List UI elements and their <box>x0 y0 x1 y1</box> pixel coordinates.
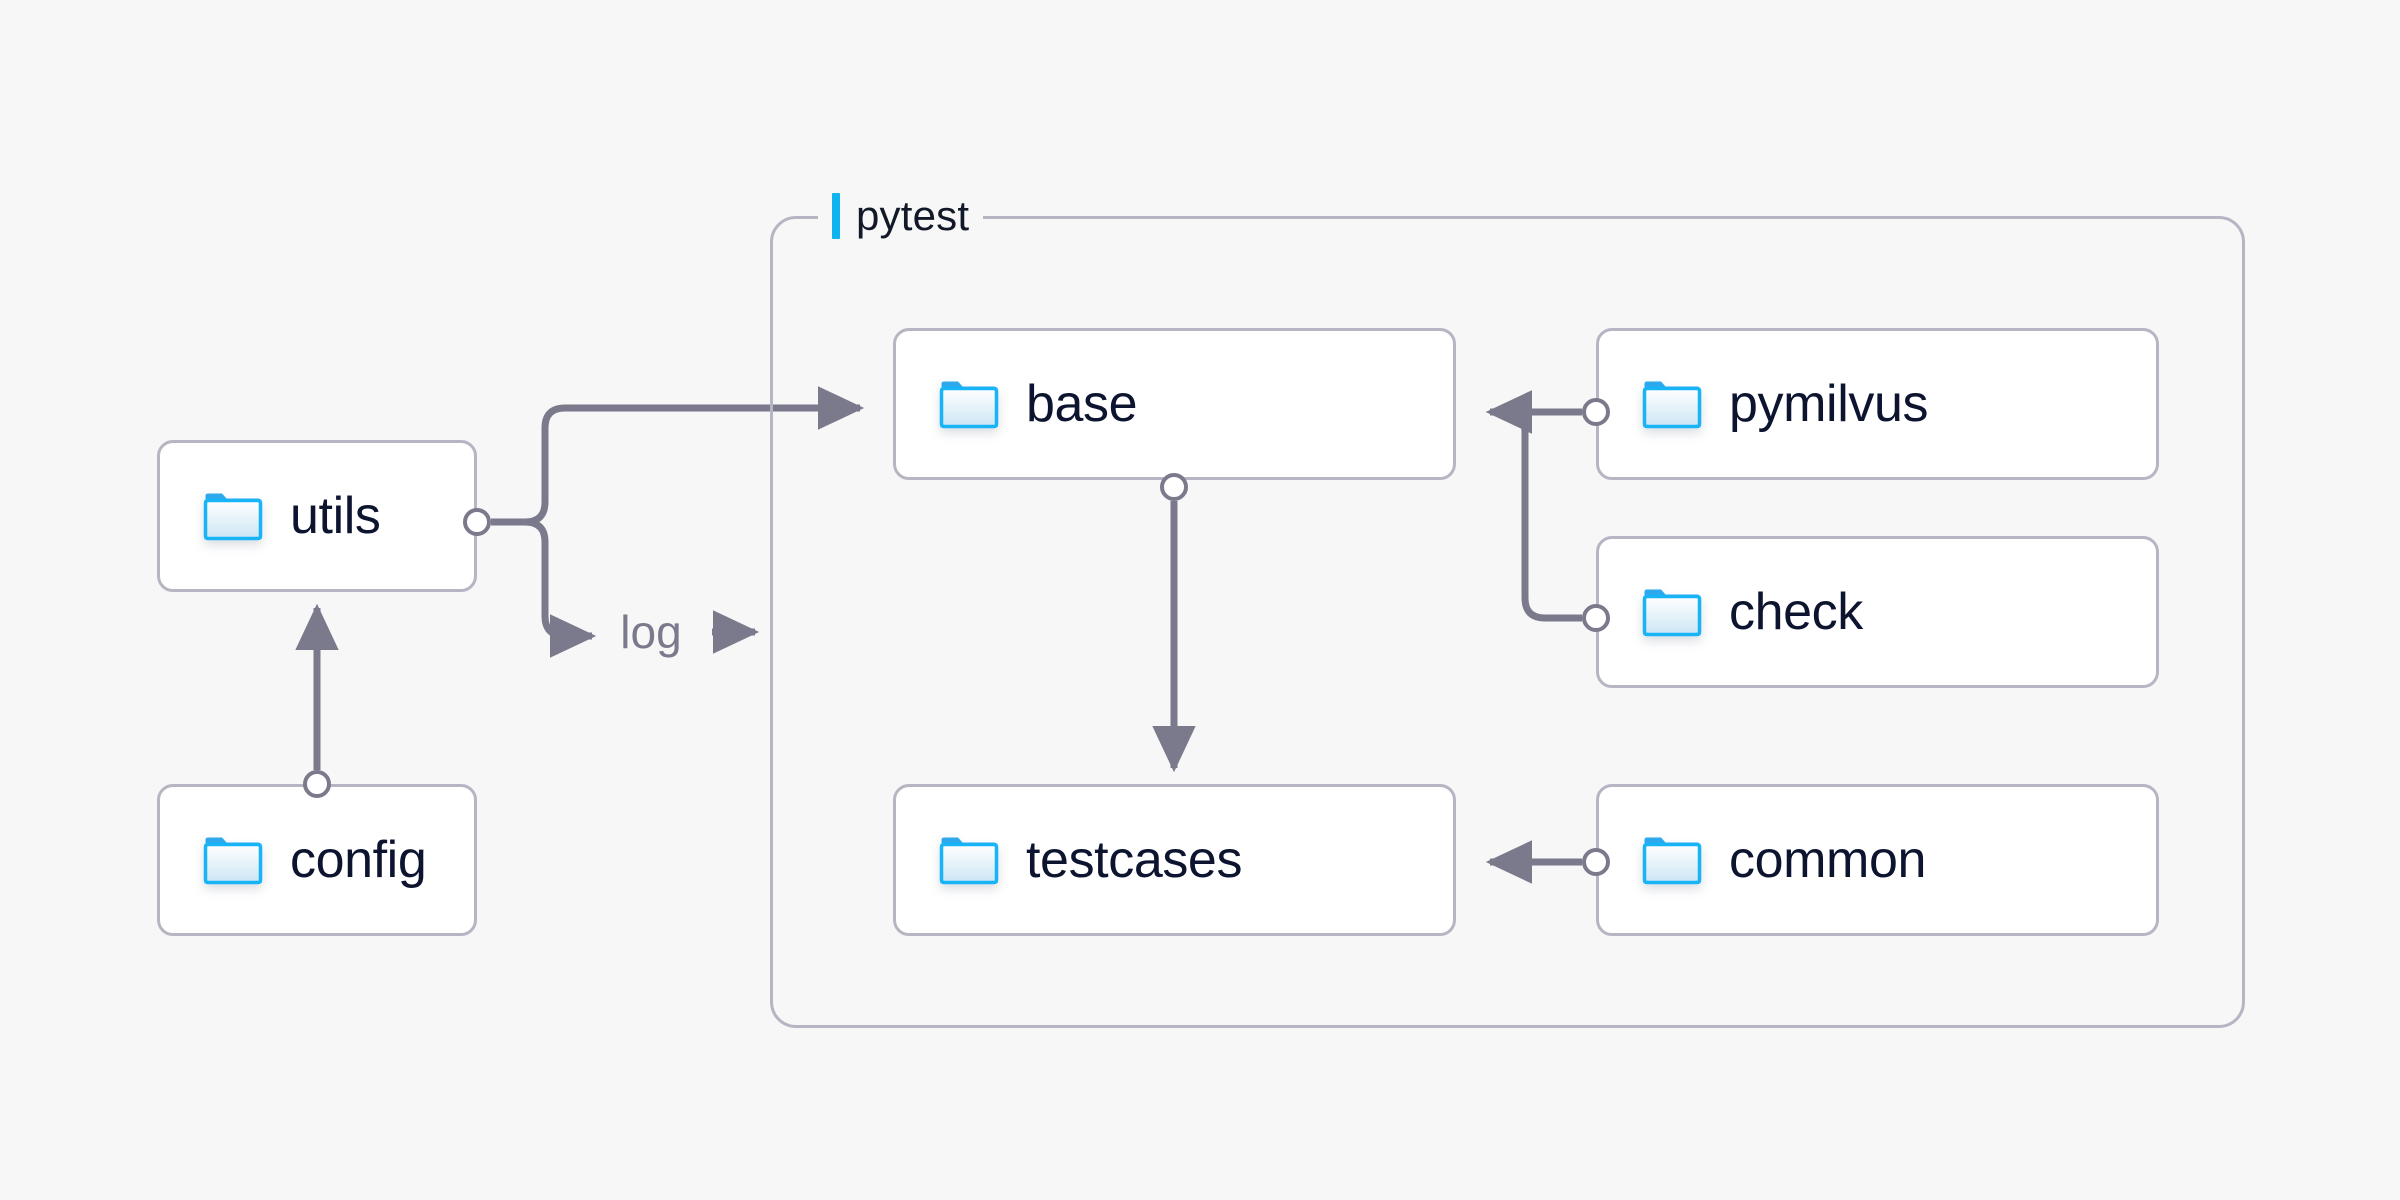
vertical-bar-icon <box>832 193 840 239</box>
folder-icon <box>1641 835 1703 885</box>
group-pytest[interactable] <box>770 216 2245 1028</box>
group-pytest-label-text: pytest <box>856 192 970 239</box>
node-pymilvus[interactable]: pymilvus <box>1596 328 2159 480</box>
folder-icon <box>202 491 264 541</box>
node-testcases-label: testcases <box>1026 831 1243 889</box>
folder-icon <box>938 835 1000 885</box>
node-check[interactable]: check <box>1596 536 2159 688</box>
group-pytest-label: pytest <box>818 188 984 244</box>
folder-icon <box>1641 587 1703 637</box>
folder-icon <box>1641 379 1703 429</box>
node-base[interactable]: base <box>893 328 1456 480</box>
node-config[interactable]: config <box>157 784 477 936</box>
node-utils[interactable]: utils <box>157 440 477 592</box>
node-common-label: common <box>1729 831 1926 889</box>
node-testcases[interactable]: testcases <box>893 784 1456 936</box>
folder-icon <box>938 379 1000 429</box>
folder-icon <box>202 835 264 885</box>
node-common[interactable]: common <box>1596 784 2159 936</box>
node-utils-label: utils <box>290 487 381 545</box>
node-check-label: check <box>1729 583 1863 641</box>
node-pymilvus-label: pymilvus <box>1729 375 1929 433</box>
node-base-label: base <box>1026 375 1138 433</box>
node-config-label: config <box>290 831 427 889</box>
